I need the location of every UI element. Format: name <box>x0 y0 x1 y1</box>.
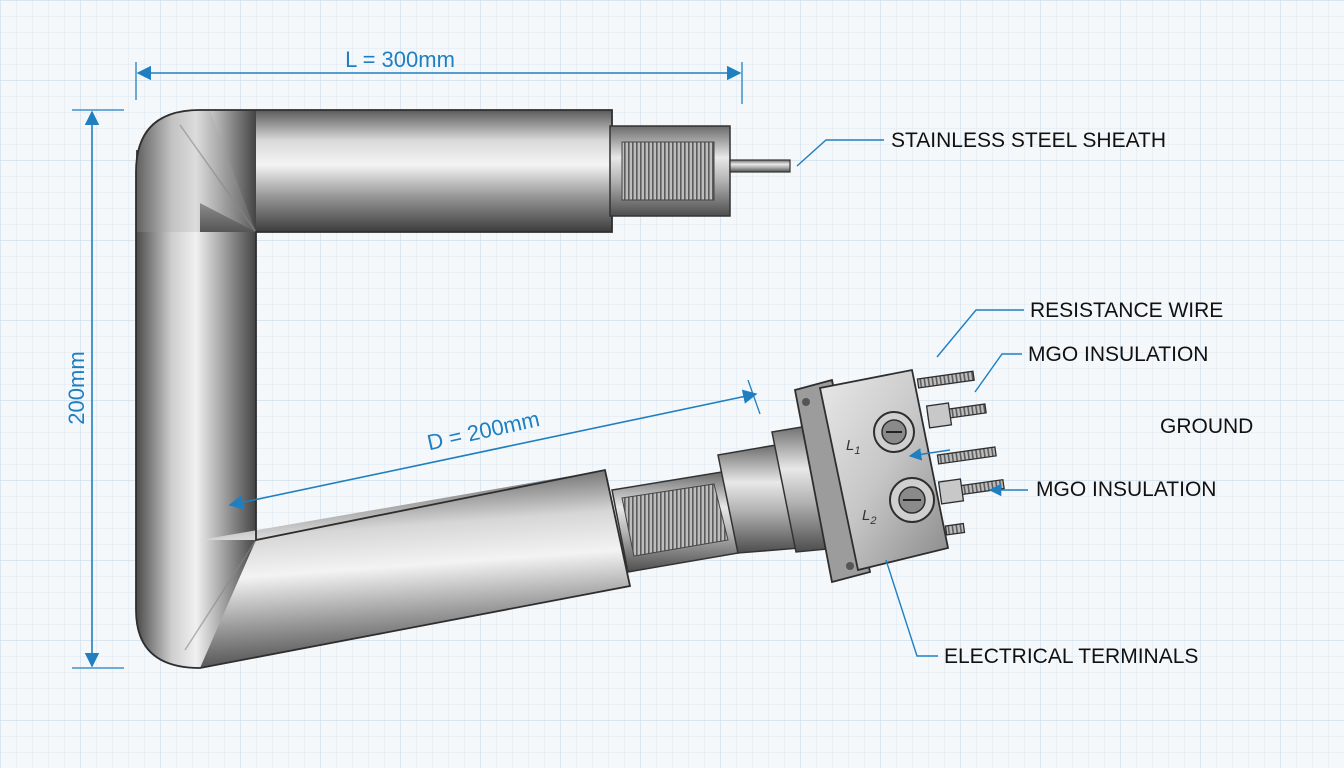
label-resistance-wire: RESISTANCE WIRE <box>1030 299 1223 322</box>
label-mgo-insulation-bottom: MGO INSULATION <box>1036 478 1216 501</box>
terminal-l2-label: L2 <box>862 507 876 527</box>
callout-mgo-insulation-bottom: MGO INSULATION <box>988 478 1216 501</box>
terminal-nut-l2 <box>889 477 935 523</box>
dimension-length: L = 300mm <box>135 47 743 104</box>
callout-mgo-insulation-top: MGO INSULATION <box>974 343 1208 393</box>
terminal-studs <box>916 370 1005 536</box>
dimension-height: 200mm <box>64 109 124 669</box>
label-mgo-insulation-top: MGO INSULATION <box>1028 343 1208 366</box>
callout-sheath: STAINLESS STEEL SHEATH <box>796 129 1166 167</box>
callout-electrical-terminals: ELECTRICAL TERMINALS <box>885 559 1198 668</box>
dimension-length-label: L = 300mm <box>345 47 455 72</box>
label-stainless-steel-sheath: STAINLESS STEEL SHEATH <box>891 129 1166 152</box>
tube-top-leg <box>200 110 612 232</box>
terminal-nut-l1 <box>873 411 915 453</box>
top-end-fitting <box>609 125 791 217</box>
dimension-height-label: 200mm <box>64 351 89 424</box>
tube-bottom-leg <box>200 470 630 668</box>
label-electrical-terminals: ELECTRICAL TERMINALS <box>944 645 1198 668</box>
callout-ground: GROUND <box>908 415 1253 461</box>
sheath-pin <box>729 159 791 173</box>
tube-bottom-bend <box>136 540 256 668</box>
terminal-l1-label: L1 <box>846 437 860 457</box>
tube-top-bend <box>136 110 256 232</box>
u-shaped-heater-tube <box>135 109 632 669</box>
callout-resistance-wire: RESISTANCE WIRE <box>936 299 1223 358</box>
label-ground: GROUND <box>1160 415 1253 438</box>
tube-outline <box>135 109 632 669</box>
